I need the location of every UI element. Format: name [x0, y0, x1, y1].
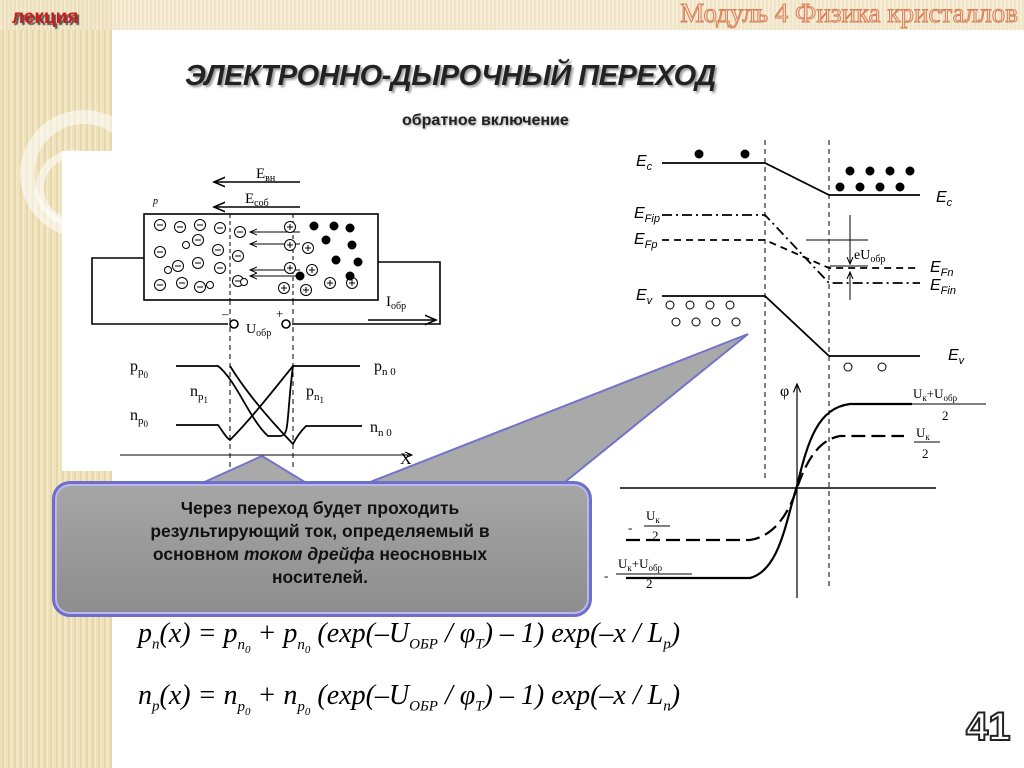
electron — [329, 221, 339, 231]
formula-pn: pn(x) = pn0 + pn0 (exp(–UОБР / φT) – 1) … — [138, 618, 681, 656]
svg-text:Uк: Uк — [646, 508, 660, 525]
electron — [845, 166, 855, 176]
hole — [671, 317, 681, 327]
hole — [731, 317, 741, 327]
callout-pointer-right — [359, 333, 749, 487]
svg-text:-: - — [604, 568, 608, 583]
hole — [685, 300, 695, 310]
svg-text:EFn: EFn — [930, 259, 954, 279]
svg-text:Ev: Ev — [948, 347, 966, 367]
hole — [182, 241, 190, 249]
junction-diagram: p Eвн Eсоб – + Uобр Iобр — [91, 166, 441, 339]
svg-text:Uк+Uобр: Uк+Uобр — [913, 386, 958, 403]
electron — [885, 166, 895, 176]
lecture-tag: лекция — [12, 7, 79, 28]
hole-concentration-curve — [176, 365, 360, 437]
internal-field-label: Eсоб — [245, 191, 269, 209]
electron — [353, 257, 363, 267]
hole — [711, 317, 721, 327]
valence-band — [662, 295, 920, 357]
hole — [691, 317, 701, 327]
potential-plot: φ Uк+Uобр 2 Uк 2 - Uк 2 - Uк+Uобр 2 — [604, 383, 986, 598]
svg-text:2: 2 — [646, 576, 653, 591]
external-field-label: Eвн — [256, 166, 276, 184]
electron — [895, 182, 905, 192]
x-axis-label: X — [400, 451, 412, 468]
callout-box — [52, 481, 592, 617]
hole-minority-curve — [229, 365, 362, 446]
intrinsic-fermi-p — [662, 214, 920, 284]
p-region-label: p — [152, 196, 158, 207]
callout-text: Через переход будет проходить результиру… — [150, 498, 490, 587]
callout-pointer-left — [199, 454, 312, 485]
electron — [905, 166, 915, 176]
label-euobr: eUобр — [854, 248, 885, 265]
electron — [331, 255, 341, 265]
conduction-band — [662, 162, 920, 196]
page-subtitle: обратное включение — [402, 112, 569, 129]
svg-text:2: 2 — [652, 528, 659, 543]
page-title: ЭЛЕКТРОННО-ДЫРОЧНЫЙ ПЕРЕХОД — [185, 60, 716, 92]
svg-text:Ec: Ec — [636, 153, 653, 173]
electron — [865, 166, 875, 176]
electron — [345, 223, 355, 233]
page-number: 41 — [965, 704, 1011, 750]
current-label: Iобр — [386, 294, 406, 312]
hole — [705, 300, 715, 310]
hole — [725, 300, 735, 310]
band-diagram: eUобр Ec Ec EFip EFp EFn EFin Ev Ev — [634, 140, 966, 590]
electron — [740, 149, 750, 159]
svg-text:Uк+Uобр: Uк+Uобр — [618, 556, 663, 573]
svg-text:Ev: Ev — [636, 287, 654, 307]
formula-np: np(x) = np0 + np0 (exp(–UОБР / φT) – 1) … — [138, 680, 681, 718]
svg-text:2: 2 — [922, 446, 929, 461]
potential-curve-equilibrium — [626, 434, 904, 542]
phi-axis-label: φ — [780, 383, 789, 400]
svg-text:EFip: EFip — [634, 205, 660, 225]
concentration-plot: X pp0 pn 0 np1 pn1 np0 nn 0 — [120, 300, 412, 470]
hole — [206, 281, 214, 289]
voltage-label: Uобр — [246, 322, 271, 339]
label-pn1: pn1 — [306, 383, 324, 405]
electron — [309, 221, 319, 231]
electron — [321, 235, 331, 245]
module-title: Модуль 4 Физика кристаллов — [680, 0, 1019, 29]
svg-text:+: + — [276, 306, 283, 321]
electron — [347, 240, 357, 250]
hole — [843, 362, 853, 372]
hole — [877, 362, 887, 372]
svg-text:–: – — [221, 306, 229, 321]
electron — [694, 149, 704, 159]
hole — [665, 300, 675, 310]
electron — [855, 182, 865, 192]
label-np0: np0 — [130, 407, 149, 429]
label-nn0: nn 0 — [370, 419, 392, 439]
electron — [835, 182, 845, 192]
label-pp0: pp0 — [130, 358, 149, 380]
diagram-card — [62, 151, 448, 471]
electron — [295, 271, 305, 281]
label-pn0: pn 0 — [374, 358, 396, 378]
circuit-wire-left — [91, 257, 228, 325]
svg-text:EFp: EFp — [634, 231, 658, 251]
decorative-top-band — [0, 0, 1024, 30]
svg-text:EFin: EFin — [930, 277, 956, 297]
svg-text:Ec: Ec — [936, 189, 953, 209]
svg-text:-: - — [628, 520, 632, 535]
electron-minority-curve — [176, 365, 294, 442]
potential-curve-reverse — [626, 402, 912, 580]
svg-text:2: 2 — [942, 408, 949, 423]
electron — [875, 182, 885, 192]
electron — [345, 271, 355, 281]
circuit-wire-right — [292, 261, 441, 325]
svg-text:Uк: Uк — [916, 425, 930, 442]
hole — [240, 278, 248, 286]
hole — [164, 266, 172, 274]
fermi-level — [662, 239, 920, 269]
label-np1: np1 — [190, 383, 208, 405]
